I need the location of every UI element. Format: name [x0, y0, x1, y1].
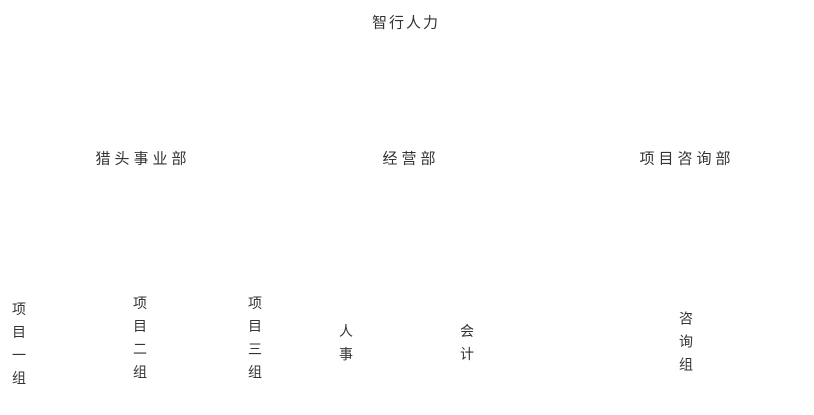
node-team-accounting[interactable]: 会计	[460, 323, 474, 362]
node-team-consulting-group[interactable]: 咨询组	[679, 310, 693, 373]
node-dept-project-consulting[interactable]: 项目咨询部	[639, 150, 735, 168]
node-team-hr[interactable]: 人事	[339, 323, 353, 362]
node-dept-headhunting[interactable]: 猎头事业部	[95, 150, 191, 168]
node-team-project-3[interactable]: 项目三组	[248, 295, 262, 380]
node-dept-operations[interactable]: 经营部	[382, 150, 440, 168]
node-team-project-1[interactable]: 项目一组	[12, 301, 26, 386]
node-team-project-2[interactable]: 项目二组	[133, 295, 147, 380]
node-root-company[interactable]: 智行人力	[371, 14, 441, 32]
